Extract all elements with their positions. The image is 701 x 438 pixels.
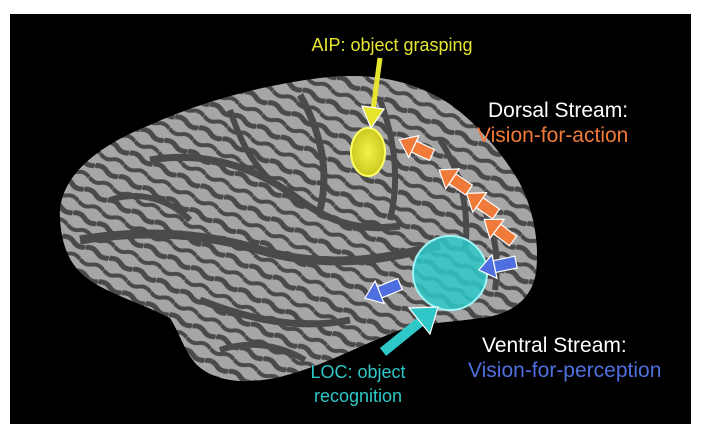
aip-region [350, 127, 386, 177]
aip-label: AIP: object grasping [311, 35, 472, 55]
loc-region [412, 235, 488, 311]
ventral-title: Ventral Stream: [482, 334, 627, 357]
dorsal-arrow [465, 192, 501, 220]
dorsal-arrow [438, 168, 474, 196]
dorsal-subtitle: Vision-for-action [477, 124, 628, 147]
ventral-subtitle: Vision-for-perception [468, 359, 661, 382]
dorsal-title: Dorsal Stream: [488, 99, 628, 122]
loc-label-line1: LOC: object [310, 362, 405, 382]
loc-label-line2: recognition [314, 386, 402, 406]
dorsal-arrow [398, 134, 436, 162]
dorsal-arrow [483, 218, 518, 247]
loc-arrow [379, 306, 439, 356]
ventral-arrow [363, 277, 404, 305]
ventral-arrow [477, 253, 518, 280]
aip-arrow [361, 57, 386, 130]
